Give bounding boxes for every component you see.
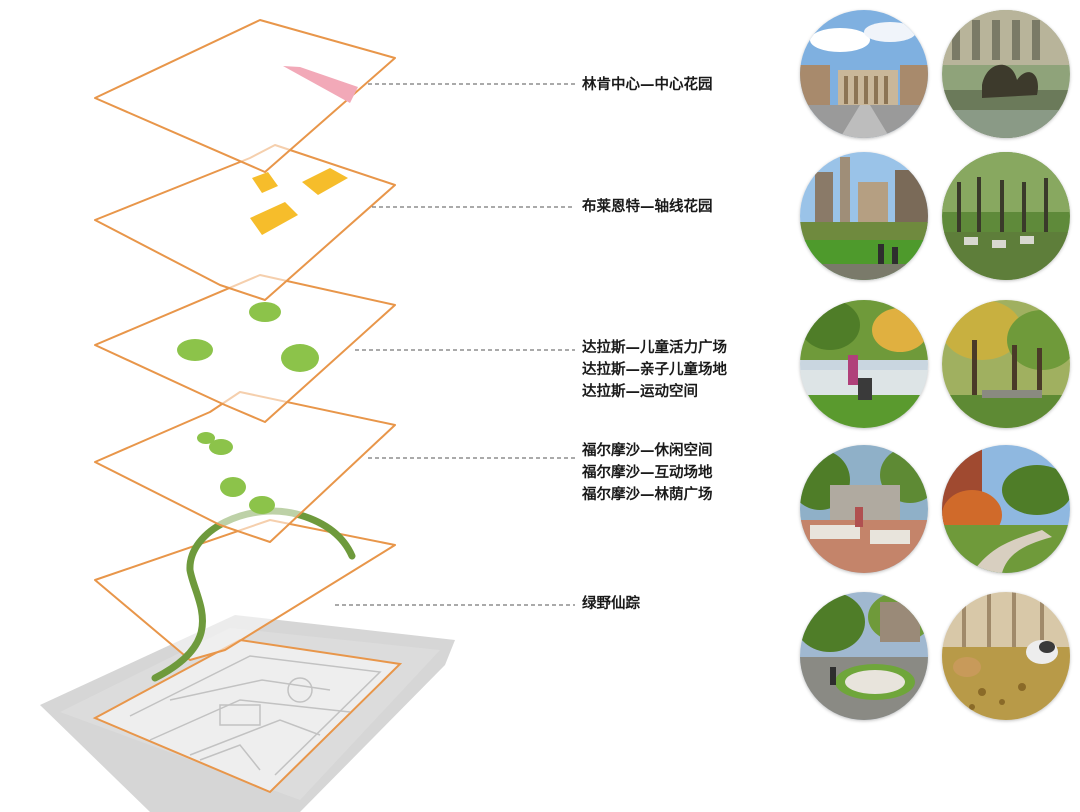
label-line: 达拉斯—亲子儿童场地 (582, 362, 727, 378)
label-line: 林肯中心—中心花园 (582, 77, 713, 93)
label-line: 绿野仙踪 (582, 596, 640, 612)
layer-bryant (94, 144, 396, 301)
label-line: 达拉斯—儿童活力广场 (582, 340, 727, 356)
garden-path-photo (942, 445, 1070, 573)
leader-lines (335, 83, 575, 606)
green-spot (197, 432, 215, 444)
label-line: 福尔摩沙—林荫广场 (582, 487, 713, 503)
green-spot (249, 496, 275, 514)
label-line: 福尔摩沙—休闲空间 (582, 443, 713, 459)
tree-grove-photo (942, 152, 1070, 280)
label-line: 达拉斯—运动空间 (582, 384, 698, 400)
label-green: 绿野仙踪 (582, 593, 640, 615)
green-spot (209, 439, 233, 455)
base-site-plan (40, 615, 455, 812)
label-dallas: 达拉斯—儿童活力广场 达拉斯—亲子儿童场地 达拉斯—运动空间 (582, 337, 727, 403)
pink-block (283, 66, 358, 103)
yellow-block (252, 172, 278, 193)
green-spot (249, 302, 281, 322)
label-bryant: 布莱恩特—轴线花园 (582, 196, 713, 218)
green-spot (220, 477, 246, 497)
layer-dallas (94, 274, 396, 423)
leisure-seating-photo (800, 445, 928, 573)
label-fulmozha: 福尔摩沙—休闲空间 福尔摩沙—互动场地 福尔摩沙—林荫广场 (582, 440, 713, 506)
layer-fulmozha (94, 391, 396, 543)
plaza-photo (800, 10, 928, 138)
layer-lincoln (94, 19, 396, 173)
yellow-block (250, 202, 298, 235)
label-line: 福尔摩沙—互动场地 (582, 465, 713, 481)
green-spot (177, 339, 213, 361)
children-play-photo (800, 300, 928, 428)
yellow-block (302, 168, 348, 195)
city-park-lawn-photo (800, 152, 928, 280)
green-spot (281, 344, 319, 372)
label-line: 布莱恩特—轴线花园 (582, 199, 713, 215)
playground-photo (800, 592, 928, 720)
courtyard-sculpture-photo (942, 10, 1070, 138)
autumn-trees-photo (942, 300, 1070, 428)
label-lincoln: 林肯中心—中心花园 (582, 74, 713, 96)
dogs-on-leaves-photo (942, 592, 1070, 720)
